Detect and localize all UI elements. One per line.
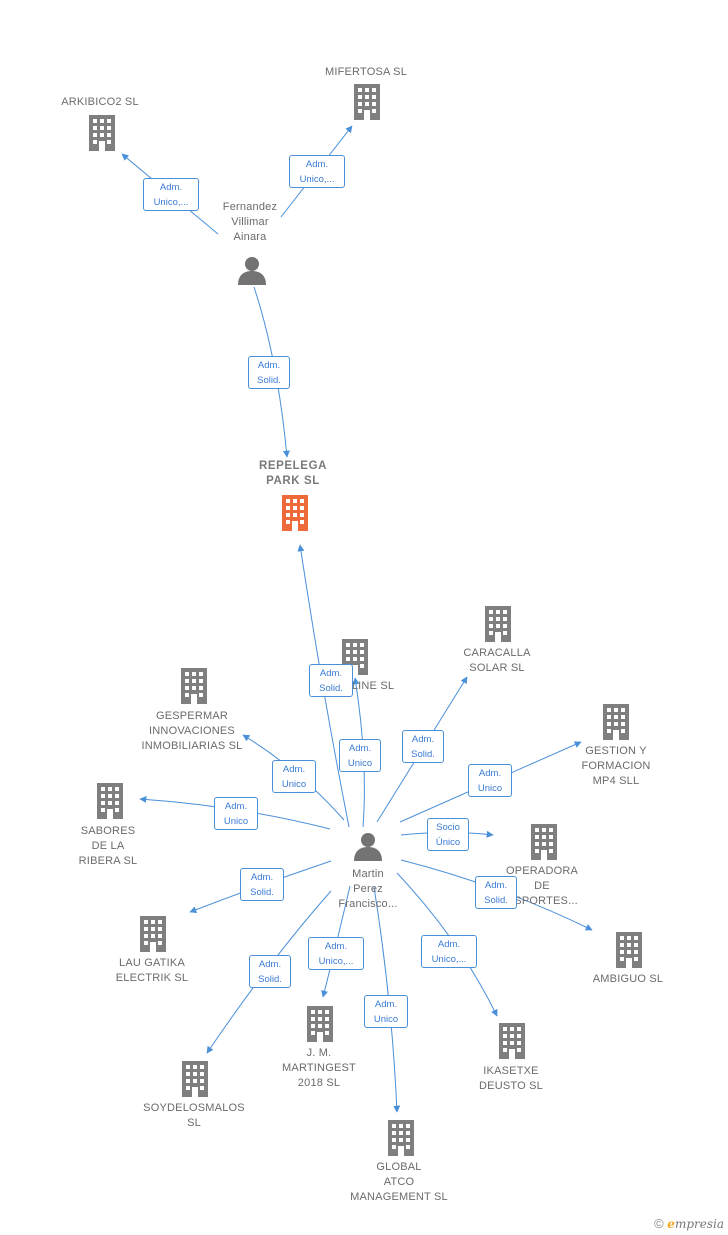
node-label-ambiguo[interactable]: AMBIGUO SL (592, 973, 664, 985)
node-label-mifertosa[interactable]: MIFERTOSA SL (324, 66, 408, 78)
edge-label-e5[interactable]: Adm. Unico (339, 739, 381, 772)
edge-label-e10[interactable]: Socio Único (427, 818, 469, 851)
edge-label-e14[interactable]: Adm. Unico,... (421, 935, 477, 968)
node-label-ikasetxe[interactable]: IKASETXE DEUSTO SL (479, 1065, 543, 1092)
edge-label-e16[interactable]: Adm. Unico (364, 995, 408, 1028)
building-icon[interactable] (603, 704, 629, 740)
node-label-line[interactable]: LINE SL (351, 680, 395, 692)
edge-label-e8[interactable]: Adm. Unico (468, 764, 512, 797)
node-label-caracalla[interactable]: CARACALLA SOLAR SL (463, 647, 531, 674)
building-icon[interactable] (182, 1061, 208, 1097)
node-label-gespermar[interactable]: GESPERMAR INNOVACIONES INMOBILIARIAS SL (141, 710, 243, 752)
node-label-lau[interactable]: LAU GATIKA ELECTRIK SL (115, 957, 189, 984)
edge-label-e4[interactable]: Adm. Solid. (309, 664, 353, 697)
edge-label-e9[interactable]: Adm. Unico (214, 797, 258, 830)
brand-rest: mpresia (674, 1217, 724, 1231)
building-icon[interactable] (388, 1120, 414, 1156)
edge-label-e1[interactable]: Adm. Unico,... (289, 155, 345, 188)
node-label-soydelosmalos[interactable]: SOYDELOSMALOS SL (143, 1102, 245, 1129)
building-icon[interactable] (181, 668, 207, 704)
edge-label-e2[interactable]: Adm. Unico,... (143, 178, 199, 211)
building-icon[interactable] (307, 1006, 333, 1042)
main-company-building-icon[interactable] (282, 495, 308, 531)
edge-label-e7[interactable]: Adm. Unico (272, 760, 316, 793)
building-icon[interactable] (531, 824, 557, 860)
node-label-jm[interactable]: J. M. MARTINGEST 2018 SL (282, 1047, 356, 1089)
person-icon[interactable] (238, 257, 266, 285)
node-label-sabores[interactable]: SABORES DE LA RIBERA SL (78, 825, 138, 867)
building-icon[interactable] (89, 115, 115, 151)
node-label-martin[interactable]: Martin Perez Francisco... (338, 868, 398, 910)
building-icon[interactable] (354, 84, 380, 120)
node-label-operadora[interactable]: OPERADORA DE NSPORTES... (505, 865, 579, 907)
edge-label-e13[interactable]: Adm. Unico,... (308, 937, 364, 970)
node-label-repelega[interactable]: REPELEGA PARK SL (258, 460, 328, 487)
building-icon[interactable] (499, 1023, 525, 1059)
edge-label-e15[interactable]: Adm. Solid. (249, 955, 291, 988)
building-icon[interactable] (97, 783, 123, 819)
edge-label-e12[interactable]: Adm. Solid. (240, 868, 284, 901)
edge-label-e3[interactable]: Adm. Solid. (248, 356, 290, 389)
building-icon[interactable] (140, 916, 166, 952)
brand-logo: empresia (667, 1217, 724, 1231)
node-label-arkibico2[interactable]: ARKIBICO2 SL (61, 96, 139, 108)
edge-label-e6[interactable]: Adm. Solid. (402, 730, 444, 763)
building-icon[interactable] (616, 932, 642, 968)
building-icon[interactable] (485, 606, 511, 642)
footer-brand[interactable]: © empresia (654, 1216, 724, 1231)
node-label-fernandez[interactable]: Fernandez Villimar Ainara (222, 201, 278, 243)
person-icon[interactable] (354, 833, 382, 861)
node-label-global[interactable]: GLOBAL ATCO MANAGEMENT SL (350, 1161, 448, 1203)
brand-initial: e (667, 1217, 675, 1231)
node-label-gestion[interactable]: GESTION Y FORMACION MP4 SLL (581, 745, 651, 787)
copyright-symbol: © (654, 1216, 664, 1231)
edge-label-e11[interactable]: Adm. Solid. (475, 876, 517, 909)
